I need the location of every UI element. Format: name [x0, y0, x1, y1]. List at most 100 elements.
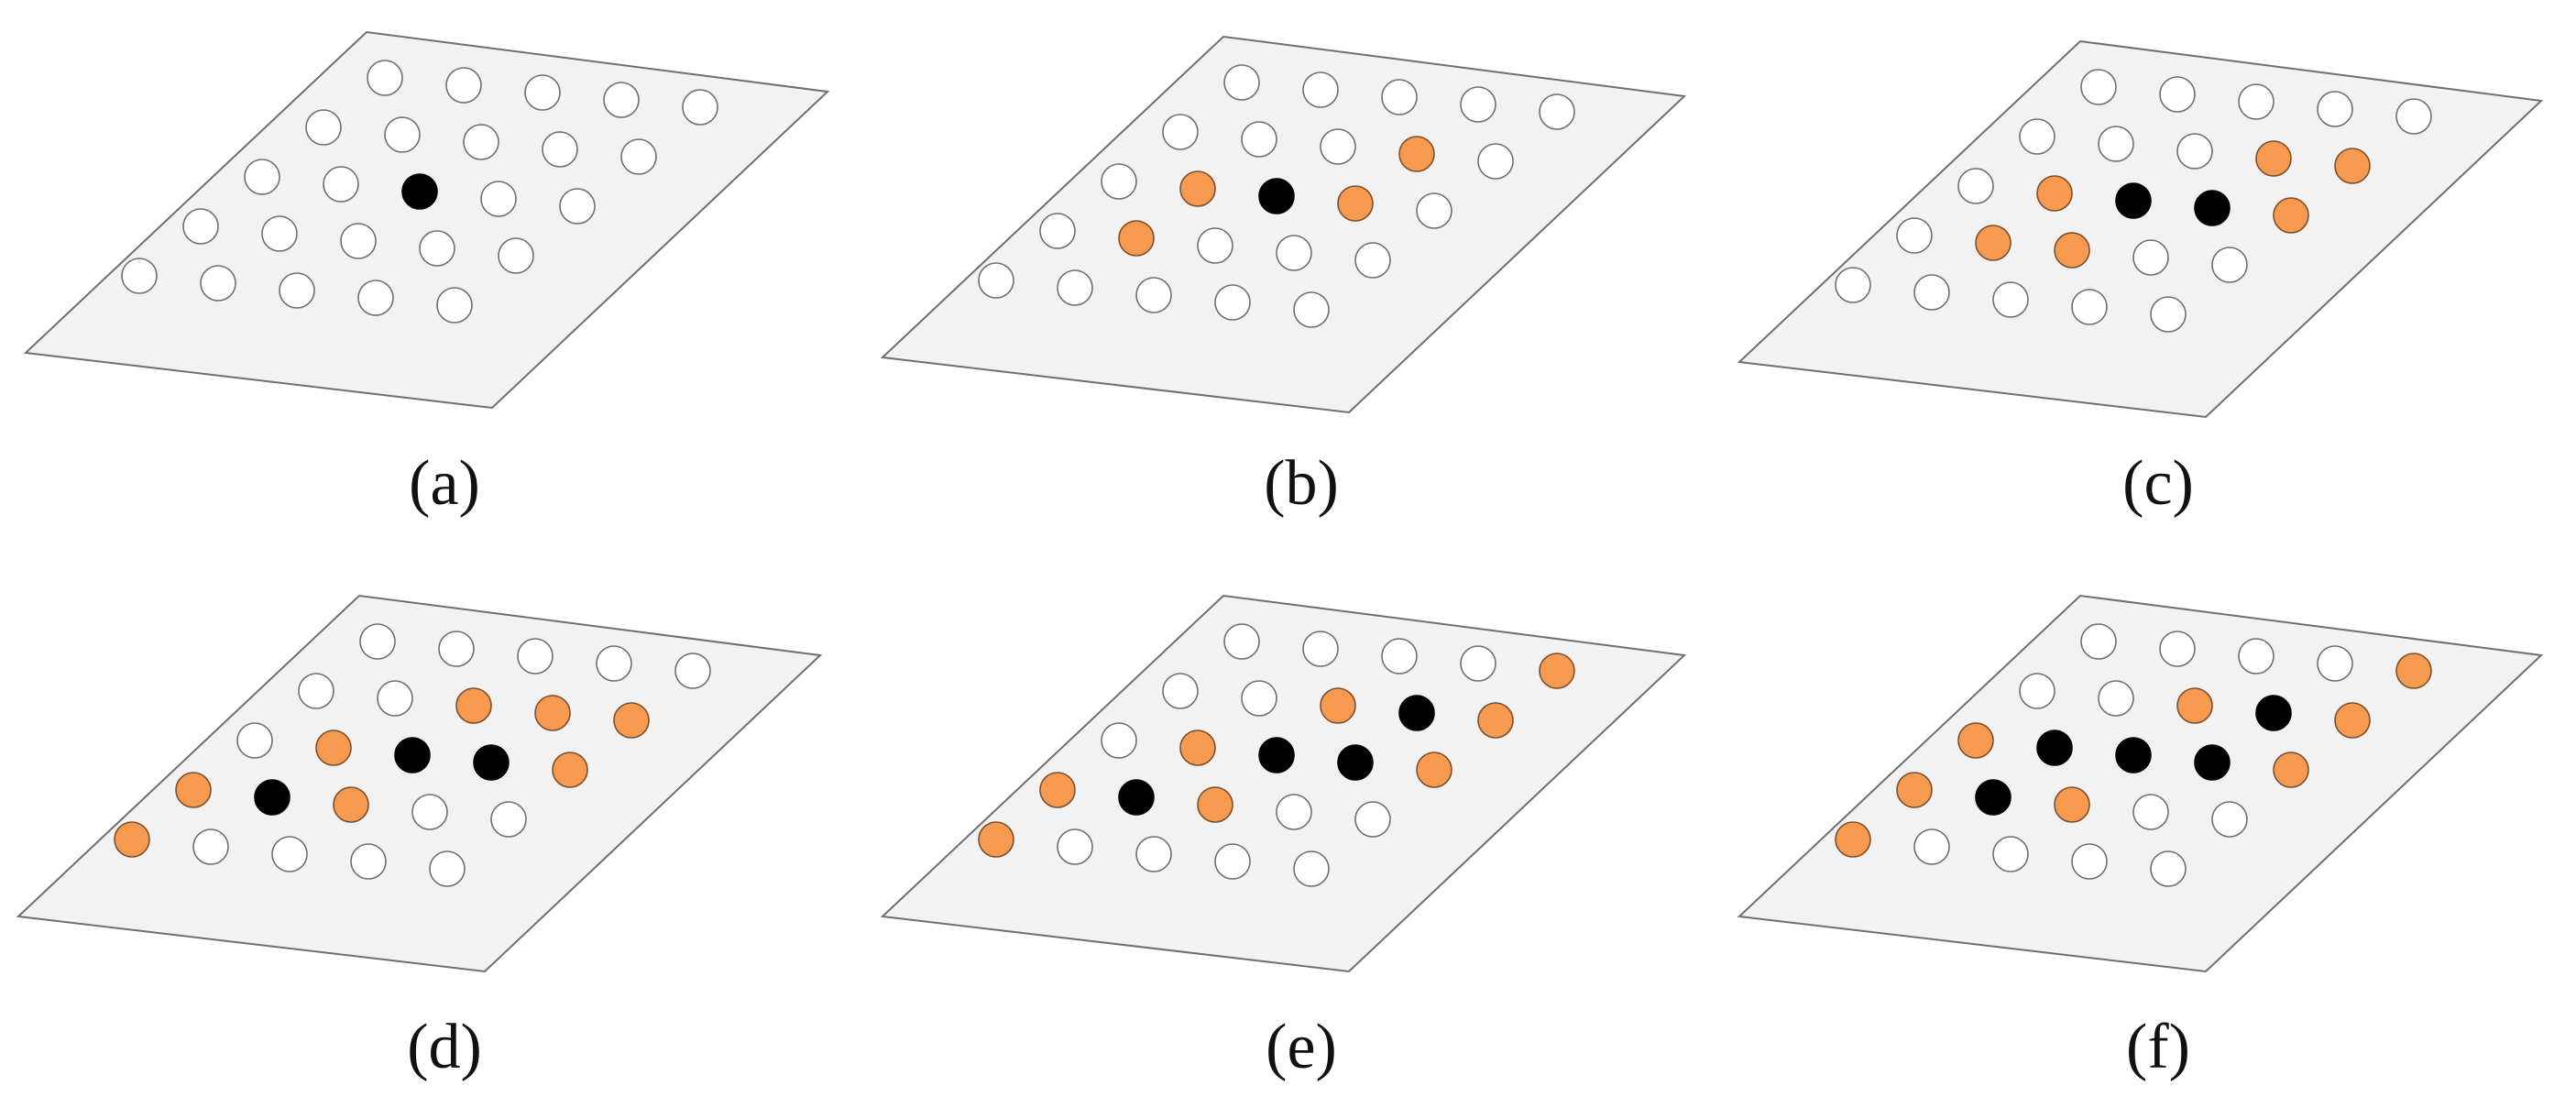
empty-site: [1320, 128, 1356, 165]
empty-site: [359, 623, 396, 660]
neighbor-site: [333, 786, 369, 823]
empty-site: [236, 722, 273, 759]
occupied-site: [254, 779, 290, 816]
empty-site: [244, 159, 280, 195]
empty-site: [1302, 71, 1339, 108]
occupied-site: [1258, 178, 1295, 214]
empty-site: [2211, 801, 2248, 838]
empty-site: [1477, 143, 1514, 180]
neighbor-site: [114, 821, 150, 858]
neighbor-site: [978, 821, 1014, 858]
empty-site: [261, 215, 298, 252]
empty-site: [674, 653, 711, 689]
empty-site: [350, 843, 387, 880]
empty-site: [2071, 289, 2108, 325]
neighbor-site: [1320, 687, 1356, 724]
empty-site: [1135, 836, 1172, 872]
occupied-site: [1337, 744, 1374, 781]
empty-site: [2071, 843, 2108, 880]
sites: [1835, 69, 2432, 333]
empty-site: [436, 287, 473, 324]
neighbor-site: [2334, 702, 2371, 739]
empty-site: [1354, 801, 1391, 838]
empty-site: [367, 60, 403, 96]
neighbor-site: [1179, 170, 1216, 207]
empty-site: [2019, 118, 2055, 155]
empty-site: [2132, 794, 2169, 830]
neighbor-site: [1835, 821, 1871, 858]
neighbor-site: [2176, 687, 2213, 724]
neighbor-site: [1398, 136, 1435, 172]
neighbor-site: [1197, 786, 1233, 823]
occupied-site: [1975, 779, 2011, 816]
empty-site: [1101, 722, 1137, 759]
occupied-site: [394, 737, 431, 773]
empty-site: [192, 828, 229, 865]
empty-site: [2211, 247, 2248, 283]
neighbor-site: [1179, 730, 1216, 766]
empty-site: [1539, 93, 1575, 130]
neighbor-site: [1975, 225, 2011, 261]
plate: [23, 30, 830, 410]
empty-site: [2080, 623, 2117, 660]
sites: [1835, 623, 2432, 887]
empty-site: [2176, 133, 2213, 170]
empty-site: [121, 258, 158, 294]
empty-site: [2159, 76, 2196, 113]
panel-label: (e): [1266, 1012, 1337, 1082]
empty-site: [603, 82, 640, 118]
empty-site: [1381, 79, 1418, 115]
empty-site: [559, 188, 596, 225]
empty-site: [1057, 269, 1093, 306]
plate: [1737, 594, 2544, 973]
neighbor-site: [175, 772, 212, 808]
sites: [121, 60, 718, 324]
occupied-site: [2194, 190, 2231, 226]
neighbor-site: [315, 730, 352, 766]
empty-site: [1913, 274, 1950, 311]
empty-site: [2238, 638, 2275, 675]
empty-site: [1241, 121, 1277, 158]
neighbor-site: [2334, 148, 2371, 184]
panel-d: (d): [16, 594, 823, 1082]
empty-site: [1293, 850, 1330, 887]
panel-label: (d): [407, 1012, 482, 1082]
empty-site: [498, 237, 534, 274]
empty-site: [200, 265, 236, 302]
empty-site: [305, 109, 342, 146]
empty-site: [2150, 296, 2187, 333]
empty-site: [2019, 673, 2055, 709]
empty-site: [2150, 850, 2187, 887]
panel-label: (c): [2122, 448, 2194, 519]
empty-site: [2132, 239, 2169, 276]
empty-site: [2238, 83, 2275, 120]
panel-b: (b): [880, 35, 1687, 519]
empty-site: [298, 673, 334, 709]
empty-site: [357, 280, 394, 316]
occupied-site: [473, 744, 510, 781]
panel-a: (a): [23, 30, 830, 519]
empty-site: [1835, 267, 1871, 303]
plate: [1737, 39, 2544, 419]
empty-site: [411, 794, 448, 830]
neighbor-site: [2054, 232, 2090, 269]
empty-site: [1992, 281, 2029, 318]
empty-site: [1460, 645, 1496, 682]
empty-site: [2080, 69, 2117, 105]
empty-site: [1223, 623, 1260, 660]
occupied-site: [2036, 730, 2073, 766]
empty-site: [682, 89, 718, 126]
empty-site: [419, 230, 455, 267]
empty-site: [1214, 843, 1251, 880]
empty-site: [429, 850, 466, 887]
plate: [880, 594, 1687, 973]
neighbor-site: [2273, 751, 2309, 788]
empty-site: [2098, 680, 2134, 717]
empty-site: [377, 680, 413, 717]
sites: [978, 64, 1575, 328]
empty-site: [2159, 631, 2196, 667]
empty-site: [542, 131, 578, 168]
empty-site: [1214, 284, 1251, 321]
panel-label: (f): [2126, 1012, 2190, 1082]
occupied-site: [1258, 737, 1295, 773]
